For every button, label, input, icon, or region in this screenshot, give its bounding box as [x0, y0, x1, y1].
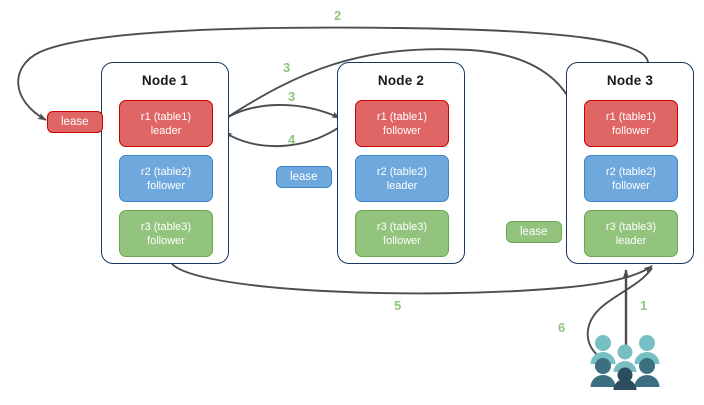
range-name: r2 (table2) — [140, 165, 192, 178]
range-role: follower — [612, 124, 650, 137]
range-r3[interactable]: r3 (table3) follower — [355, 210, 449, 257]
range-name: r2 (table2) — [605, 165, 657, 178]
node-title: Node 3 — [606, 73, 654, 88]
range-r1[interactable]: r1 (table1) follower — [584, 100, 678, 147]
range-name: r1 (table1) — [376, 110, 428, 123]
step-label-3b: 3 — [288, 89, 296, 104]
edge-5 — [171, 263, 653, 295]
node-card-node2[interactable]: Node 2 r1 (table1) follower r2 (table2) … — [337, 62, 465, 264]
node-title: Node 2 — [377, 73, 425, 88]
step-label-4: 4 — [288, 132, 296, 147]
step-label-6: 6 — [558, 320, 566, 335]
range-r3[interactable]: r3 (table3) leader — [584, 210, 678, 257]
node-card-node1[interactable]: Node 1 r1 (table1) leader r2 (table2) fo… — [101, 62, 229, 264]
range-name: r3 (table3) — [605, 220, 657, 233]
range-role: leader — [150, 124, 182, 137]
range-r2[interactable]: r2 (table2) follower — [584, 155, 678, 202]
range-name: r2 (table2) — [376, 165, 428, 178]
node-title: Node 1 — [141, 73, 189, 88]
range-role: follower — [383, 234, 421, 247]
people-group-svg — [590, 335, 660, 390]
range-role: follower — [383, 124, 421, 137]
lease-badge-r3[interactable]: lease — [506, 221, 562, 243]
person-front-left — [590, 358, 616, 387]
step-label-2: 2 — [334, 8, 342, 23]
edge-3-lower — [219, 104, 341, 123]
person-front-center — [613, 367, 637, 390]
edge-4 — [223, 123, 345, 147]
range-role: follower — [147, 234, 185, 247]
lease-badge-r1[interactable]: lease — [47, 111, 103, 133]
person-back-center — [613, 344, 637, 372]
range-name: r3 (table3) — [376, 220, 428, 233]
range-r2[interactable]: r2 (table2) leader — [355, 155, 449, 202]
person-front-right — [634, 358, 660, 387]
step-label-5: 5 — [394, 298, 402, 313]
range-r2[interactable]: r2 (table2) follower — [119, 155, 213, 202]
range-name: r1 (table1) — [605, 110, 657, 123]
range-role: follower — [147, 179, 185, 192]
range-r3[interactable]: r3 (table3) follower — [119, 210, 213, 257]
range-role: leader — [615, 234, 647, 247]
range-role: leader — [386, 179, 418, 192]
range-name: r3 (table3) — [140, 220, 192, 233]
step-label-1: 1 — [640, 298, 648, 313]
people-group-icon — [588, 334, 662, 390]
lease-badge-r2[interactable]: lease — [276, 166, 332, 188]
step-label-3a: 3 — [283, 60, 291, 75]
node-card-node3[interactable]: Node 3 r1 (table1) follower r2 (table2) … — [566, 62, 694, 264]
range-r1[interactable]: r1 (table1) follower — [355, 100, 449, 147]
range-name: r1 (table1) — [140, 110, 192, 123]
range-role: follower — [612, 179, 650, 192]
range-r1[interactable]: r1 (table1) leader — [119, 100, 213, 147]
